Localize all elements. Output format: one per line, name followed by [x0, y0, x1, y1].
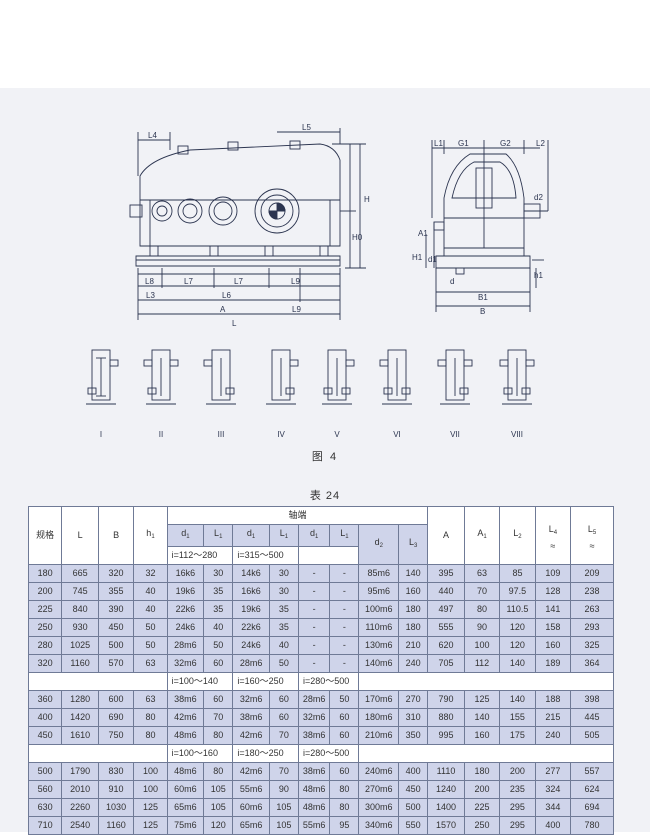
label-a: A	[220, 305, 226, 314]
range-1-c	[297, 546, 360, 565]
label-l5: L5	[302, 123, 311, 132]
arrangement-label-4: IV	[277, 430, 285, 439]
header-spec: 规格	[27, 506, 63, 565]
range-3-b: i=180～250	[232, 744, 299, 763]
table-caption: 表 24	[309, 490, 341, 502]
label-l2: L2	[536, 139, 545, 148]
arrangement-label-6: VI	[393, 430, 401, 439]
label-d1: d1	[428, 255, 437, 264]
arrangement-label-5: V	[334, 430, 340, 439]
header-a: A	[427, 506, 465, 565]
label-h: H	[364, 195, 370, 204]
range-3-a: i=100～160	[166, 744, 234, 763]
front-view-drawing	[129, 128, 366, 320]
range-1-a: i=112～280	[166, 546, 234, 565]
label-g2: G2	[500, 139, 511, 148]
label-l7-a: L7	[184, 277, 193, 286]
label-b: B	[480, 307, 485, 316]
header-l: L	[61, 506, 99, 565]
label-h1-small: h1	[534, 271, 543, 280]
table-body: 规格 L B h1 轴端 A A1 L2 L4≈ L5≈ d1 L1 d1 L1…	[27, 506, 614, 835]
arrangement-label-7: VII	[450, 430, 460, 439]
label-h1: H1	[412, 253, 423, 262]
header-d1-c: d1	[297, 524, 331, 547]
gearbox-drawings: L4 L5 H H0 L8 L7 L7 L9 L3 L6 A L9 L L1 G…	[86, 123, 549, 439]
label-l8: L8	[145, 277, 154, 286]
range-2-a: i=100～140	[166, 672, 234, 691]
arrangement-label-1: I	[100, 430, 102, 439]
arrangement-diagrams	[86, 349, 535, 405]
header-d1-b: d1	[232, 524, 270, 547]
label-l4: L4	[148, 131, 157, 140]
arrangement-label-3: III	[218, 430, 225, 439]
range-1-b: i=315～500	[232, 546, 299, 565]
header-d2: d2	[358, 524, 400, 565]
label-l: L	[232, 319, 237, 328]
arrangement-label-2: II	[159, 430, 163, 439]
spec-table: 规格 L B h1 轴端 A A1 L2 L4≈ L5≈ d1 L1 d1 L1…	[27, 506, 614, 835]
figure-caption: 图 4	[311, 451, 339, 463]
label-a1: A1	[418, 229, 428, 238]
range-2-b: i=160～250	[232, 672, 299, 691]
header-l4: L4≈	[534, 506, 572, 565]
header-shaft-group: 轴端	[166, 506, 429, 525]
range-3-c: i=280～500	[297, 744, 360, 763]
arrangement-label-8: VIII	[511, 430, 523, 439]
label-l9-b: L9	[292, 305, 301, 314]
header-l1-b: L1	[268, 524, 300, 547]
label-l9-a: L9	[291, 277, 300, 286]
header-h1: h1	[133, 506, 168, 565]
label-l7-b: L7	[234, 277, 243, 286]
range-row-2: i=100～140 i=160～250 i=280～500	[28, 672, 614, 691]
label-d: d	[450, 277, 454, 286]
label-d2: d2	[534, 193, 543, 202]
side-view-drawing	[425, 140, 549, 312]
header-a1: A1	[463, 506, 501, 565]
header-b: B	[97, 506, 135, 565]
label-l3: L3	[146, 291, 155, 300]
header-l1-c: L1	[329, 524, 360, 547]
header-l1-a: L1	[203, 524, 234, 547]
header-l2: L2	[499, 506, 536, 565]
range-2-c: i=280～500	[297, 672, 360, 691]
header-l3: L3	[398, 524, 429, 565]
header-l5: L5≈	[570, 506, 614, 565]
header-d1-a: d1	[166, 524, 205, 547]
label-g1: G1	[458, 139, 469, 148]
label-l1: L1	[434, 139, 443, 148]
label-h0: H0	[352, 233, 363, 242]
label-l6: L6	[222, 291, 231, 300]
range-row-3: i=100～160 i=180～250 i=280～500	[28, 744, 614, 763]
label-b1: B1	[478, 293, 488, 302]
